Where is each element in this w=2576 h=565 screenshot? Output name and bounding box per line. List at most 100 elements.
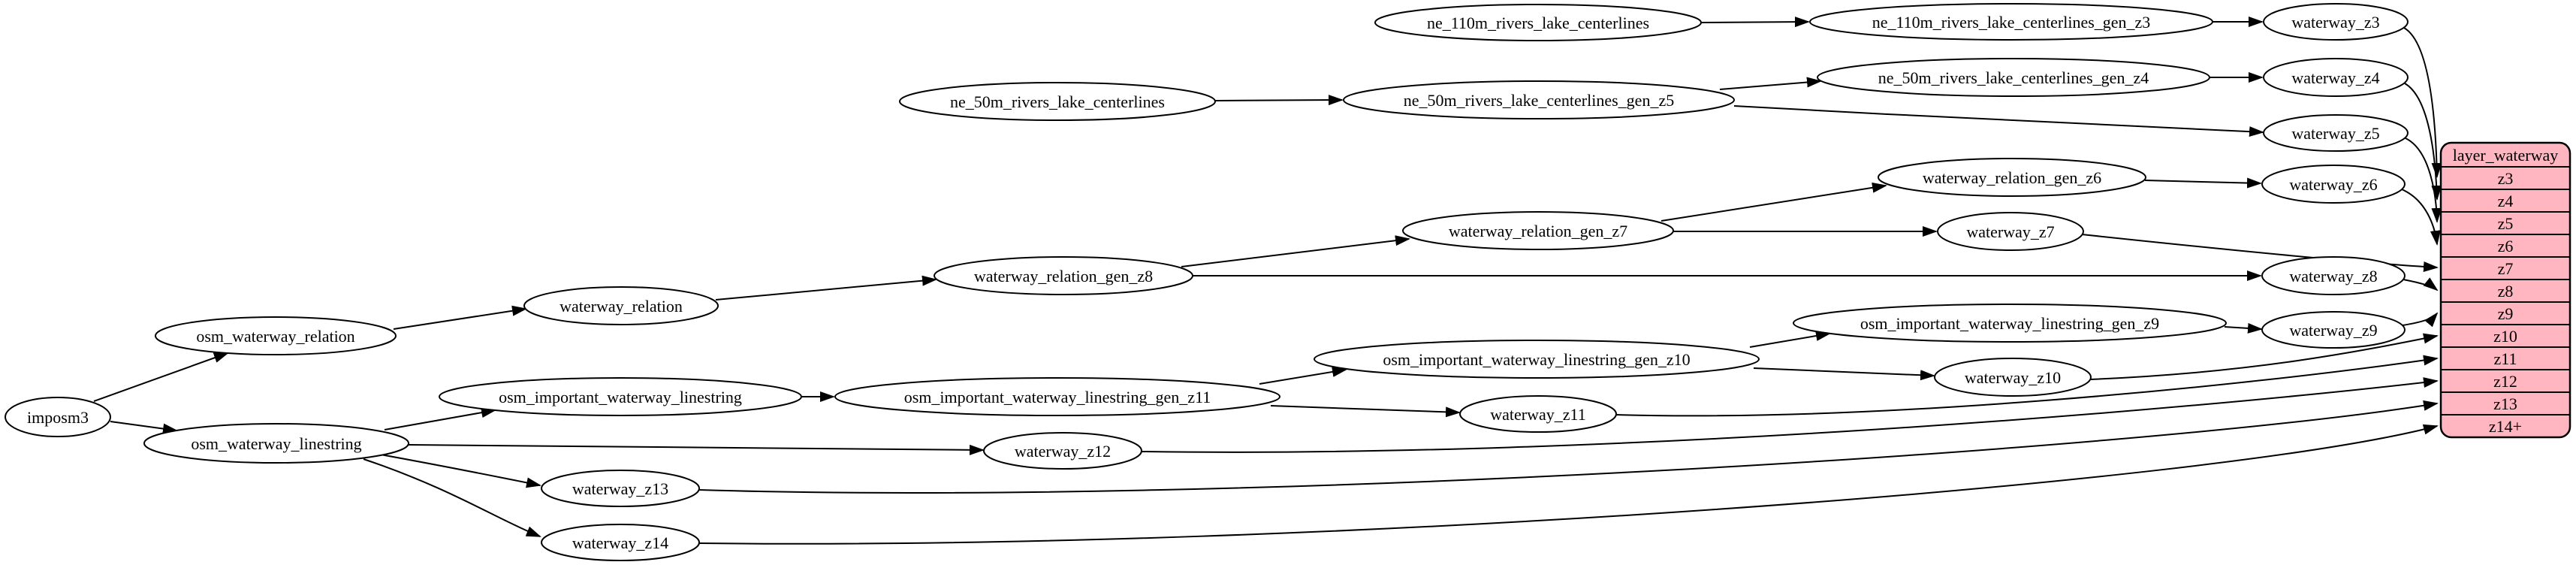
- table-row-z9: z9: [2498, 304, 2514, 323]
- node-label: waterway_z3: [2291, 13, 2379, 32]
- edge-waterway_z3--z3: [2403, 27, 2442, 178]
- node-ellipse: [541, 524, 700, 561]
- edge-waterway_relation--waterway_relation_gen_z8: [715, 275, 937, 301]
- table-row-z8: z8: [2498, 282, 2514, 301]
- node-ne_50m_rivers_lake_centerlines_gen_z4: ne_50m_rivers_lake_centerlines_gen_z4: [1817, 58, 2210, 97]
- node-label: waterway_z4: [2291, 68, 2379, 87]
- edge-waterway_z6--z6: [2401, 189, 2441, 246]
- node-waterway_relation_gen_z6: waterway_relation_gen_z6: [1878, 158, 2146, 197]
- node-ellipse: [983, 432, 1142, 470]
- node-waterway_z5: waterway_z5: [2263, 114, 2409, 152]
- node-osm_important_waterway_linestring_gen_z11: osm_important_waterway_linestring_gen_z1…: [834, 377, 1280, 416]
- node-waterway_relation_gen_z7: waterway_relation_gen_z7: [1402, 211, 1674, 250]
- edge-waterway_relation_gen_z8--waterway_relation_gen_z7: [1181, 235, 1410, 267]
- node-ne_50m_rivers_lake_centerlines_gen_z5: ne_50m_rivers_lake_centerlines_gen_z5: [1343, 80, 1735, 119]
- table-layer: layer_waterwayz3z4z5z6z7z8z9z10z11z12z13…: [2439, 141, 2571, 439]
- edge-osm_important_waterway_linestring_gen_z11--waterway_z11: [1270, 405, 1461, 418]
- node-waterway_z8: waterway_z8: [2261, 256, 2406, 295]
- node-label: waterway_z12: [1015, 442, 1111, 461]
- node-ellipse: [5, 397, 111, 437]
- node-label: waterway_relation_gen_z8: [974, 267, 1153, 286]
- node-label: ne_110m_rivers_lake_centerlines: [1427, 14, 1649, 32]
- node-label: imposm3: [27, 408, 89, 427]
- table-layer-waterway: layer_waterwayz3z4z5z6z7z8z9z10z11z12z13…: [2439, 141, 2571, 439]
- edge-waterway_z9--z9: [2402, 312, 2439, 328]
- edge-osm_important_waterway_linestring_gen_z10--osm_important_waterway_linestring_gen_z9: [1749, 331, 1831, 348]
- node-label: osm_important_waterway_linestring_gen_z1…: [904, 388, 1211, 406]
- node-label: osm_waterway_linestring: [191, 434, 361, 453]
- edge-waterway_z11--z11: [1615, 355, 2439, 417]
- edge-osm_important_waterway_linestring_gen_z11--osm_important_waterway_linestring_gen_z10: [1259, 367, 1347, 385]
- node-label: ne_50m_rivers_lake_centerlines_gen_z5: [1404, 91, 1674, 110]
- node-label: waterway_relation: [560, 297, 683, 316]
- node-label: ne_50m_rivers_lake_centerlines: [950, 92, 1165, 111]
- edge-osm_important_waterway_linestring_gen_z9--waterway_z9: [2224, 322, 2263, 334]
- node-label: waterway_z5: [2291, 124, 2379, 143]
- table-row-z7: z7: [2498, 259, 2514, 278]
- node-ellipse: [439, 377, 802, 416]
- node-label: waterway_z9: [2289, 321, 2377, 340]
- edge-waterway_relation_gen_z7--waterway_relation_gen_z6: [1661, 182, 1887, 222]
- node-ellipse: [2261, 165, 2406, 204]
- node-ellipse: [2263, 3, 2409, 41]
- node-label: waterway_z6: [2289, 175, 2377, 194]
- table-row-z12: z12: [2493, 372, 2517, 391]
- node-ne_50m_rivers_lake_centerlines: ne_50m_rivers_lake_centerlines: [899, 82, 1216, 121]
- node-osm_important_waterway_linestring_gen_z10: osm_important_waterway_linestring_gen_z1…: [1314, 340, 1760, 379]
- node-osm_waterway_relation: osm_waterway_relation: [155, 316, 397, 355]
- edge-waterway_z12--z12: [1141, 377, 2439, 453]
- node-waterway_z6: waterway_z6: [2261, 165, 2406, 204]
- node-osm_waterway_linestring: osm_waterway_linestring: [143, 423, 409, 464]
- node-label: ne_110m_rivers_lake_centerlines_gen_z3: [1872, 13, 2151, 32]
- edge-imposm3--osm_waterway_linestring: [110, 421, 178, 434]
- table-row-z10: z10: [2493, 327, 2517, 346]
- node-label: osm_important_waterway_linestring_gen_z1…: [1383, 350, 1690, 369]
- node-ellipse: [1459, 395, 1617, 433]
- node-osm_important_waterway_linestring: osm_important_waterway_linestring: [439, 377, 802, 416]
- node-ellipse: [1402, 211, 1674, 250]
- edge-waterway_z10--z10: [2089, 333, 2439, 380]
- node-ellipse: [1878, 158, 2146, 197]
- node-ellipse: [2263, 58, 2409, 97]
- node-ellipse: [155, 316, 397, 355]
- edge-osm_waterway_linestring--waterway_z12: [408, 444, 985, 455]
- node-label: waterway_z11: [1490, 405, 1585, 424]
- table-row-z13: z13: [2493, 394, 2517, 413]
- table-row-z4: z4: [2498, 192, 2514, 210]
- table-title: layer_waterway: [2453, 146, 2558, 165]
- edge-imposm3--osm_waterway_relation: [93, 352, 229, 402]
- node-ellipse: [1934, 358, 2092, 397]
- node-waterway_z9: waterway_z9: [2261, 311, 2406, 349]
- node-waterway_z11: waterway_z11: [1459, 395, 1617, 433]
- node-ellipse: [2261, 311, 2406, 349]
- node-ellipse: [2261, 256, 2406, 295]
- edge-waterway_z14--z14+: [698, 424, 2439, 545]
- edge-waterway_z4--z4: [2404, 83, 2442, 201]
- nodes-layer: imposm3 osm_waterway_relation osm_waterway…: [5, 3, 2409, 561]
- node-ellipse: [1937, 212, 2084, 251]
- node-label: osm_waterway_relation: [196, 327, 354, 346]
- node-ellipse: [523, 286, 719, 325]
- node-ellipse: [834, 377, 1280, 416]
- edge-waterway_z8--z8: [2403, 277, 2439, 292]
- edge-osm_important_waterway_linestring_gen_z10--waterway_z10: [1753, 367, 1935, 381]
- edge-osm_waterway_linestring--osm_important_waterway_linestring: [384, 407, 496, 431]
- edge-waterway_relation_gen_z6--waterway_z6: [2144, 177, 2262, 189]
- edges-layer: [93, 17, 2442, 545]
- node-waterway_z13: waterway_z13: [541, 470, 700, 507]
- node-label: waterway_z14: [572, 533, 668, 552]
- node-ellipse: [1817, 58, 2210, 97]
- node-ellipse: [2263, 114, 2409, 152]
- table-background: [2439, 141, 2571, 439]
- node-ellipse: [143, 423, 409, 464]
- node-ellipse: [934, 256, 1193, 295]
- node-ellipse: [1793, 304, 2227, 343]
- node-waterway_z3: waterway_z3: [2263, 3, 2409, 41]
- table-row-z5: z5: [2498, 214, 2514, 233]
- node-ellipse: [1374, 4, 1702, 41]
- node-label: waterway_z10: [1965, 368, 2061, 387]
- edge-waterway_z5--z5: [2405, 137, 2442, 223]
- table-row-z14+: z14+: [2489, 417, 2522, 436]
